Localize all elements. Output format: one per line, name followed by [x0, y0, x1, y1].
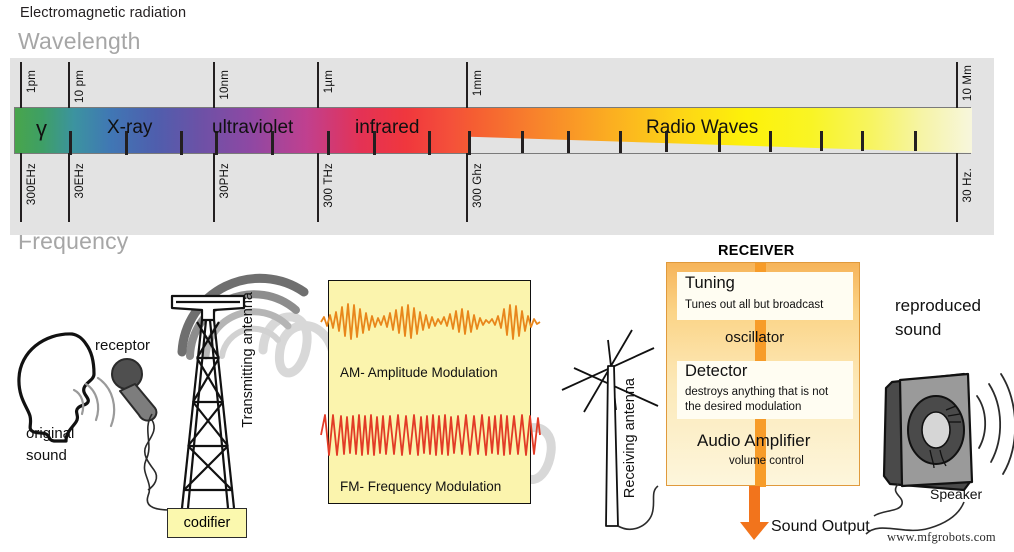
receptor-label: receptor — [95, 337, 151, 354]
oscillator-label: oscillator — [725, 329, 785, 346]
speaker-label: Speaker — [930, 486, 983, 502]
receiving-antenna-label: Receiving antenna — [622, 378, 638, 499]
frequency-tick-30PHz: 30PHz — [219, 163, 231, 199]
spectrum-gradient-right — [470, 108, 972, 153]
region-label-ultraviolet: ultraviolet — [212, 117, 294, 138]
region-label-gamma: γ — [36, 116, 47, 141]
band-tick-7 — [373, 131, 376, 155]
codifier-box: codifier — [167, 508, 247, 538]
region-label-xray: X-ray — [107, 117, 153, 138]
band-tick-17 — [861, 131, 864, 151]
sound-output-label: Sound Output — [771, 518, 870, 535]
microphone-icon — [111, 358, 158, 491]
band-tick-6 — [327, 131, 330, 155]
codifier-label: codifier — [183, 515, 231, 531]
band-tick-3 — [180, 131, 183, 155]
wavelength-axis-title: Wavelength — [18, 28, 141, 54]
detector-title: Detector — [685, 362, 748, 380]
frequency-tick-30EHz: 30EHz — [74, 163, 86, 199]
frequency-tick-300THz: 300 THz — [323, 163, 335, 208]
amplifier-title: Audio Amplifier — [697, 431, 811, 450]
wavelength-tick-10pm: 10 pm — [74, 70, 86, 103]
tuning-block: Tuning Tunes out all but broadcast — [677, 272, 853, 320]
wavelength-tick-10Mm: 10 Mm — [962, 65, 974, 102]
wavelength-tick-1mm: 1mm — [472, 70, 484, 97]
transmitting-tower-icon — [170, 294, 246, 509]
detector-block: Detector destroys anything that is not t… — [677, 361, 853, 419]
original-sound-label-1: original — [26, 425, 75, 442]
mic-cable — [143, 413, 171, 511]
am-caption: AM- Amplitude Modulation — [340, 365, 498, 380]
band-tick-9 — [468, 131, 471, 155]
head-profile-icon — [17, 332, 96, 443]
speaker-cable — [865, 501, 965, 535]
band-tick-16 — [820, 131, 823, 151]
amplifier-subtitle: volume control — [729, 455, 804, 467]
tuning-subtitle: Tunes out all but broadcast — [685, 299, 824, 311]
reproduced-sound-label-1: reproduced — [895, 296, 982, 315]
wavelength-tick-10nm: 10nm — [219, 70, 231, 100]
wavelength-tick-1pm: 1pm — [26, 70, 38, 93]
frequency-tick-300EHz: 300EHz — [26, 163, 38, 206]
band-tick-13 — [665, 131, 668, 152]
detector-subtitle-2: the desired modulation — [685, 401, 802, 413]
am-waveform — [320, 303, 541, 340]
speaker-icon — [873, 372, 974, 517]
band-tick-14 — [718, 131, 721, 152]
modulation-panel: AM- Amplitude Modulation FM- Frequency M… — [320, 280, 541, 504]
region-label-radio: Radio Waves — [646, 117, 759, 138]
frequency-tick-300GHz: 300 Ghz — [472, 163, 484, 208]
sound-wave-lines — [72, 376, 116, 428]
detector-subtitle-1: destroys anything that is not — [685, 386, 829, 398]
speaker-sound-waves — [976, 373, 1014, 475]
fm-caption: FM- Frequency Modulation — [340, 479, 502, 494]
wl-tick-line-1 — [21, 58, 23, 108]
receiver-title: RECEIVER — [718, 243, 795, 259]
site-watermark: www.mfgrobots.com — [887, 530, 996, 544]
band-tick-2 — [125, 131, 128, 155]
original-sound-label-2: sound — [26, 447, 67, 464]
fm-waveform — [320, 414, 541, 456]
sound-output-arrow — [740, 486, 769, 540]
receiving-antenna-icon — [561, 329, 659, 530]
region-label-infrared: infrared — [355, 117, 420, 138]
transmitting-antenna-label: Transmitting antenna — [240, 292, 256, 428]
spectrum-band: γ X-ray ultraviolet infrared Radio Waves — [14, 107, 972, 155]
band-tick-18 — [914, 131, 917, 151]
band-tick-11 — [567, 131, 570, 153]
wavelength-tick-1um: 1µm — [323, 70, 335, 94]
frequency-tick-30Hz: 30 Hz. — [962, 168, 974, 203]
band-tick-4 — [215, 131, 218, 155]
band-tick-1 — [69, 131, 72, 155]
spectrum-gradient-left — [15, 108, 470, 153]
band-tick-15 — [769, 131, 772, 152]
reproduced-sound-label-2: sound — [895, 320, 942, 339]
band-tick-10 — [521, 131, 524, 153]
receiver-box: Tuning Tunes out all but broadcast oscil… — [666, 262, 860, 487]
band-tick-12 — [619, 131, 622, 153]
band-tick-8 — [428, 131, 431, 155]
band-tick-5 — [271, 131, 274, 155]
page-title: Electromagnetic radiation — [20, 5, 187, 21]
tuning-title: Tuning — [685, 274, 735, 292]
